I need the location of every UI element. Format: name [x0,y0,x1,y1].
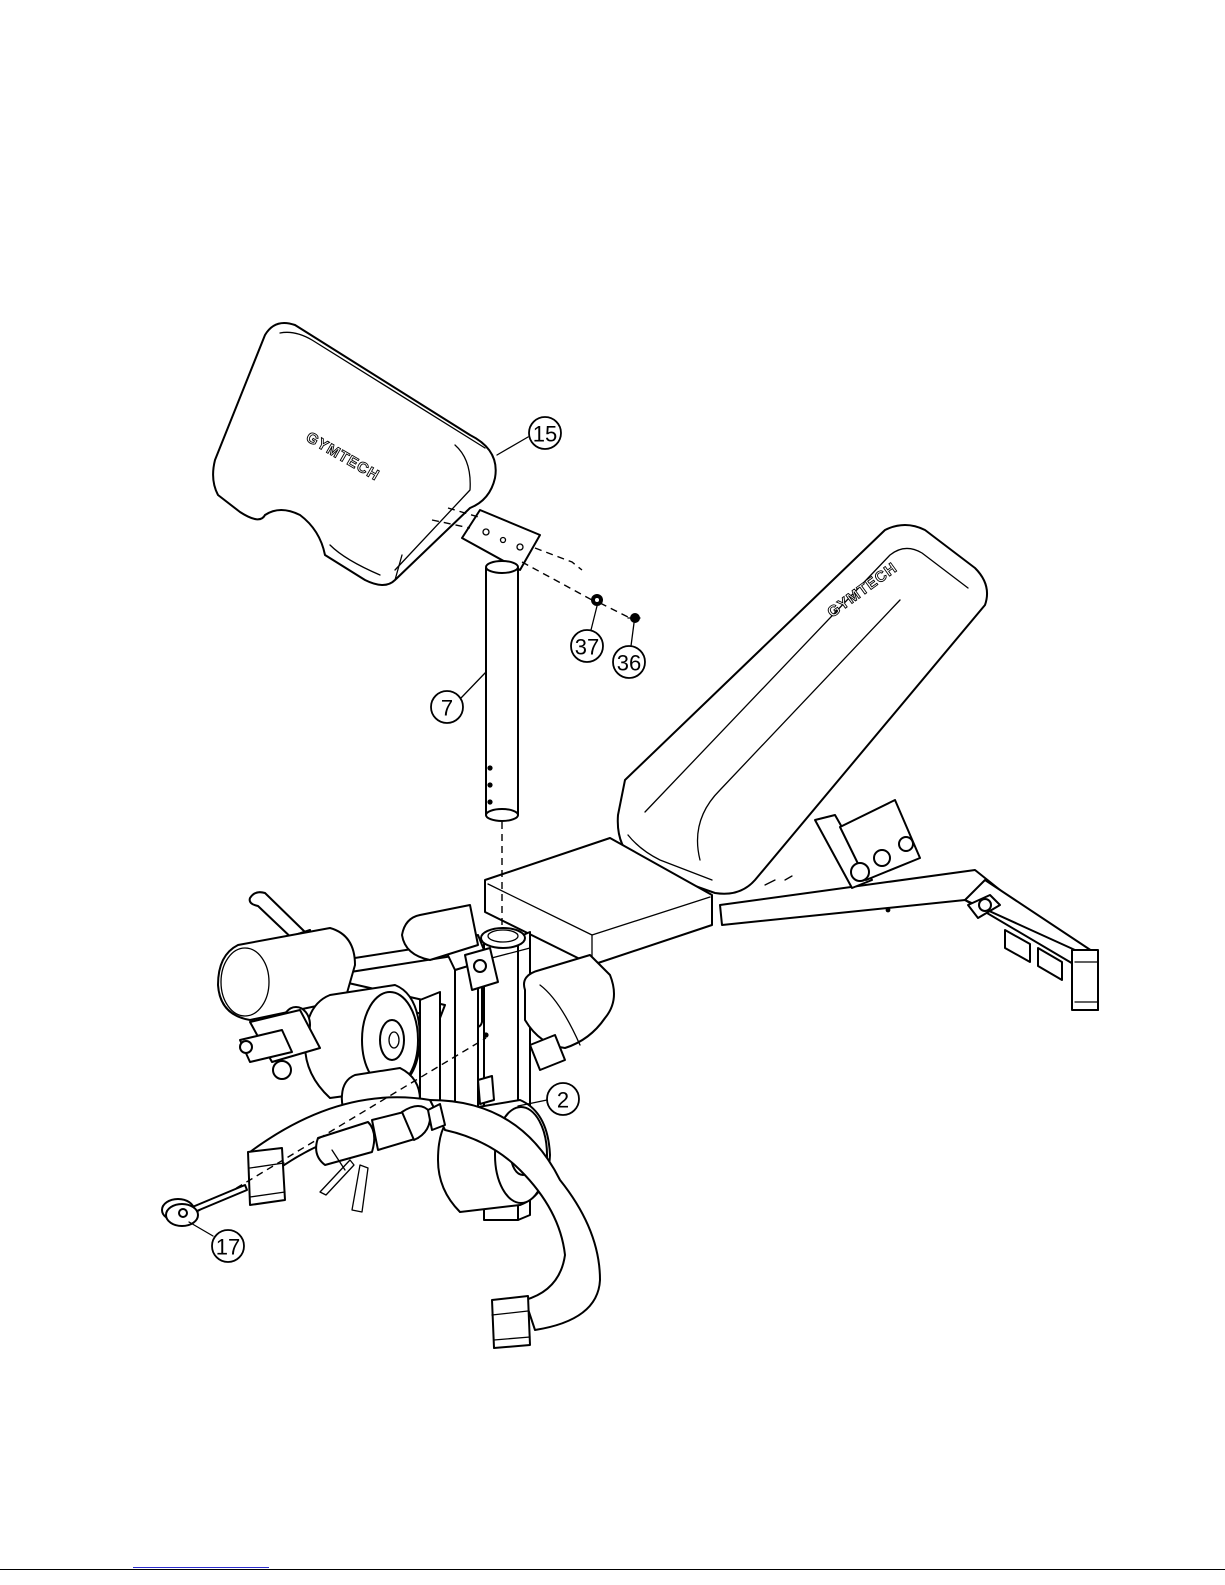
bolt-36 [628,613,640,623]
callout-36: 36 [613,623,645,678]
callout-37: 37 [571,606,603,662]
callout-2-label: 2 [557,1088,569,1113]
backrest-pad: GYMTECH [618,525,987,894]
callout-17: 17 [189,1222,244,1262]
knob-17 [162,1185,247,1226]
callout-37-label: 37 [575,635,599,660]
footer-link-underline[interactable] [133,1567,269,1568]
callout-15-label: 15 [533,422,557,447]
preacher-curl-pad: GYMTECH [213,323,496,585]
preacher-post [486,561,518,821]
callout-36-label: 36 [617,651,641,676]
callout-7-label: 7 [441,696,453,721]
footer-rule [0,1569,1225,1570]
callout-15: 15 [497,417,561,455]
callout-7: 7 [431,672,486,723]
callout-17-label: 17 [216,1235,240,1260]
washer-37 [591,594,603,606]
